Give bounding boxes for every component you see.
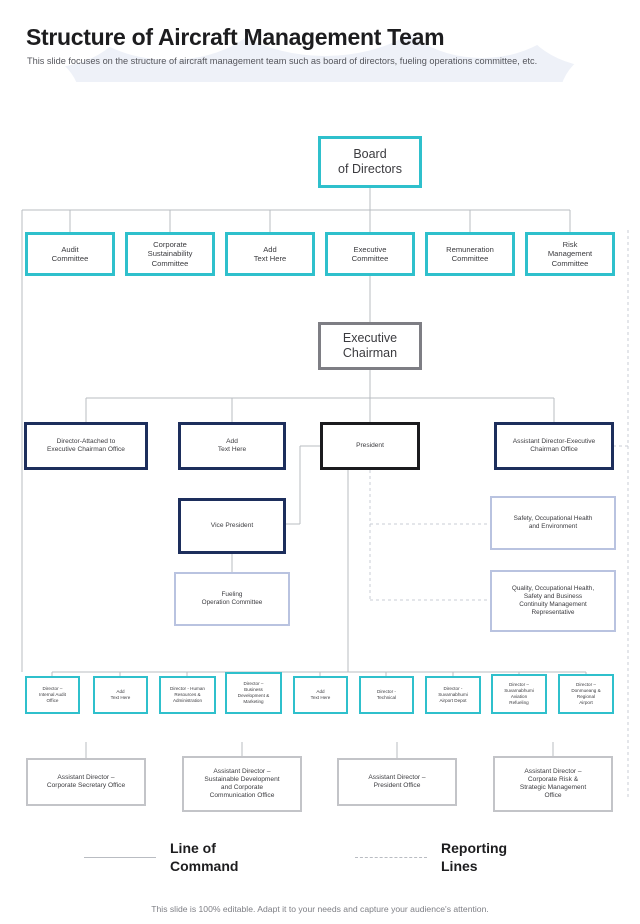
- node-assistant-director-corporate-risk-strategic-management[interactable]: Assistant Director – Corporate Risk & St…: [493, 756, 613, 812]
- node-label: Director - Technical: [376, 689, 397, 700]
- node-remuneration-committee[interactable]: Remuneration Committee: [425, 232, 515, 276]
- node-label: Assistant Director – Corporate Risk & St…: [519, 767, 587, 800]
- node-assistant-director-executive-chairman-office[interactable]: Assistant Director-Executive Chairman Of…: [494, 422, 614, 470]
- node-add-text-here-small-2[interactable]: Add Text Here: [293, 676, 348, 714]
- node-vice-president[interactable]: Vice President: [178, 498, 286, 554]
- node-board-of-directors[interactable]: Board of Directors: [318, 136, 422, 188]
- node-label: Safety, Occupational Health and Environm…: [513, 515, 593, 530]
- node-director-human-resources-administration[interactable]: Director - Human Resources & Administrat…: [159, 676, 216, 714]
- node-audit-committee[interactable]: Audit Committee: [25, 232, 115, 276]
- header-cloud-band: [0, 0, 640, 112]
- node-label: Board of Directors: [338, 146, 402, 176]
- node-label: Assistant Director – Sustainable Develop…: [204, 767, 280, 800]
- node-label: Executive Chairman: [342, 330, 398, 360]
- node-label: Add Text Here: [253, 244, 287, 263]
- node-add-text-here-director[interactable]: Add Text Here: [178, 422, 286, 470]
- node-director-attached-executive-chairman-office[interactable]: Director-Attached to Executive Chairman …: [24, 422, 148, 470]
- node-director-technical[interactable]: Director - Technical: [359, 676, 414, 714]
- node-label: Quality, Occupational Health, Safety and…: [511, 585, 595, 616]
- node-director-donmueang-regional-airport[interactable]: Director – Donmueang & Regional Airport: [558, 674, 614, 714]
- node-director-suvarnabhumi-aviation-refueling[interactable]: Director – Suvarnabhumi Aviation Refueli…: [491, 674, 547, 714]
- page-subtitle: This slide focuses on the structure of a…: [27, 56, 538, 66]
- node-label: Audit Committee: [51, 244, 89, 263]
- node-label: Assistant Director-Executive Chairman Of…: [512, 437, 596, 453]
- node-label: Add Text Here: [110, 689, 131, 700]
- page-title: Structure of Aircraft Management Team: [26, 24, 445, 50]
- node-label: Remuneration Committee: [446, 244, 494, 263]
- node-label: Director – Internal Audit Office: [39, 686, 66, 703]
- node-assistant-director-sustainable-development[interactable]: Assistant Director – Sustainable Develop…: [182, 756, 302, 812]
- node-label: Director - Suvarnabhumi Airport Depot: [438, 686, 468, 703]
- node-president[interactable]: President: [320, 422, 420, 470]
- node-label: Risk Management Committee: [547, 240, 593, 268]
- node-director-suvarnabhumi-airport-depot[interactable]: Director - Suvarnabhumi Airport Depot: [425, 676, 481, 714]
- legend-reporting-lines: Reporting Lines: [355, 840, 507, 875]
- node-executive-chairman[interactable]: Executive Chairman: [318, 322, 422, 370]
- footer-note: This slide is 100% editable. Adapt it to…: [151, 904, 489, 914]
- node-label: Executive Committee: [351, 244, 389, 263]
- header-fade: [0, 82, 640, 112]
- node-fueling-operation-committee[interactable]: Fueling Operation Committee: [174, 572, 290, 626]
- node-assistant-director-corporate-secretary-office[interactable]: Assistant Director – Corporate Secretary…: [26, 758, 146, 806]
- solid-line-icon: [84, 857, 156, 858]
- legend-label: Line of Command: [170, 840, 239, 874]
- node-label: Add Text Here: [217, 437, 247, 453]
- node-safety-occupational-health-environment[interactable]: Safety, Occupational Health and Environm…: [490, 496, 616, 550]
- node-label: Corporate Sustainability Committee: [147, 240, 193, 268]
- node-label: Director – Business Development & Market…: [237, 681, 270, 704]
- node-corporate-sustainability-committee[interactable]: Corporate Sustainability Committee: [125, 232, 215, 276]
- node-label: Director – Suvarnabhumi Aviation Refueli…: [504, 682, 534, 705]
- legend-line-of-command: Line of Command: [84, 840, 238, 875]
- node-director-internal-audit-office[interactable]: Director – Internal Audit Office: [25, 676, 80, 714]
- node-label: Vice President: [210, 521, 254, 529]
- node-add-text-here-committee[interactable]: Add Text Here: [225, 232, 315, 276]
- node-risk-management-committee[interactable]: Risk Management Committee: [525, 232, 615, 276]
- node-director-business-development-marketing[interactable]: Director – Business Development & Market…: [225, 672, 282, 714]
- node-assistant-director-president-office[interactable]: Assistant Director – President Office: [337, 758, 457, 806]
- legend-label: Reporting Lines: [441, 840, 508, 874]
- node-add-text-here-small-1[interactable]: Add Text Here: [93, 676, 148, 714]
- node-executive-committee[interactable]: Executive Committee: [325, 232, 415, 276]
- node-quality-occupational-health-safety-business-continuity[interactable]: Quality, Occupational Health, Safety and…: [490, 570, 616, 632]
- node-label: Fueling Operation Committee: [201, 591, 263, 606]
- node-label: Assistant Director – President Office: [368, 773, 426, 789]
- node-label: President: [356, 441, 384, 449]
- node-label: Director - Human Resources & Administrat…: [170, 686, 205, 703]
- node-label: Director-Attached to Executive Chairman …: [47, 437, 125, 453]
- node-label: Assistant Director – Corporate Secretary…: [46, 773, 126, 789]
- dashed-line-icon: [355, 857, 427, 858]
- node-label: Director – Donmueang & Regional Airport: [571, 682, 601, 705]
- node-label: Add Text Here: [310, 689, 331, 700]
